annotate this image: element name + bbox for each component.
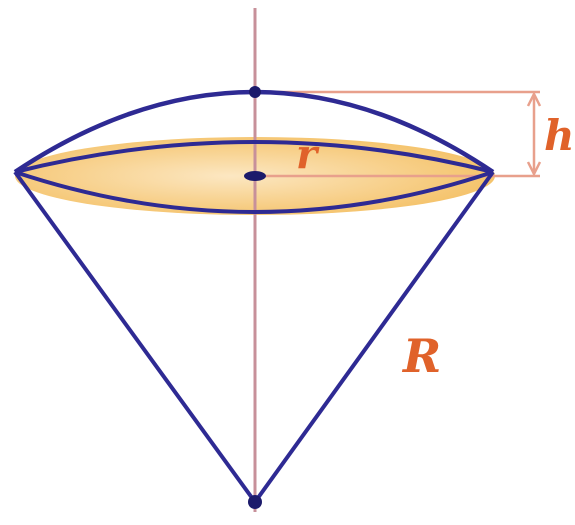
cap-top-point (249, 86, 261, 98)
label-R: R (401, 329, 441, 383)
base-ellipse-front (14, 170, 494, 214)
cone-apex-point (248, 495, 262, 509)
height-arrow-top (526, 91, 542, 107)
base-center-point (244, 171, 266, 181)
base-ellipse-back (14, 140, 494, 174)
height-arrow-bottom (526, 161, 542, 177)
cone-right-side (253, 170, 495, 504)
label-r: r (296, 131, 320, 178)
cone-left-side (13, 170, 257, 504)
label-h: h (544, 111, 575, 160)
